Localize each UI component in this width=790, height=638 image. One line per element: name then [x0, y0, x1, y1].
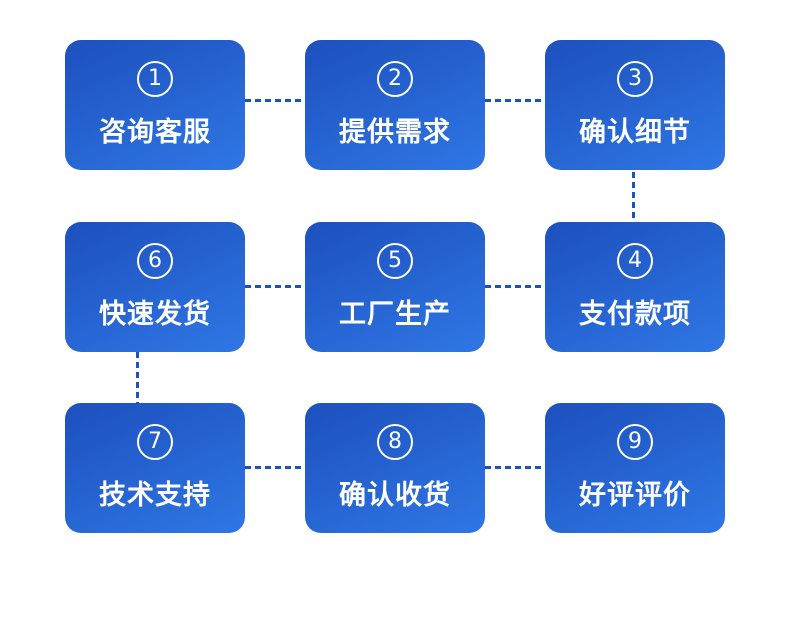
step-box-7: 7 技术支持 [65, 403, 245, 533]
step-number-badge-3: 3 [617, 61, 653, 97]
step-label-2: 提供需求 [339, 117, 451, 148]
step-box-5: 5 工厂生产 [305, 222, 485, 352]
step-label-8: 确认收货 [339, 480, 451, 511]
step-number-badge-1: 1 [137, 61, 173, 97]
step-number-badge-5: 5 [377, 243, 413, 279]
step-box-6: 6 快速发货 [65, 222, 245, 352]
step-label-4: 支付款项 [579, 299, 691, 330]
connector-4-5 [485, 285, 545, 288]
step-number-badge-8: 8 [377, 424, 413, 460]
step-number-badge-9: 9 [617, 424, 653, 460]
connector-1-2 [245, 99, 305, 102]
step-label-9: 好评评价 [579, 480, 691, 511]
step-label-6: 快速发货 [99, 299, 211, 330]
connector-7-8 [245, 466, 305, 469]
step-box-3: 3 确认细节 [545, 40, 725, 170]
step-label-3: 确认细节 [579, 117, 691, 148]
step-label-1: 咨询客服 [99, 117, 211, 148]
step-label-5: 工厂生产 [339, 299, 451, 330]
connector-6-7 [136, 352, 139, 403]
step-box-4: 4 支付款项 [545, 222, 725, 352]
step-box-9: 9 好评评价 [545, 403, 725, 533]
step-number-badge-6: 6 [137, 243, 173, 279]
step-number-badge-7: 7 [137, 424, 173, 460]
step-box-2: 2 提供需求 [305, 40, 485, 170]
connector-8-9 [485, 466, 545, 469]
step-number-badge-2: 2 [377, 61, 413, 97]
step-number-badge-4: 4 [617, 243, 653, 279]
step-label-7: 技术支持 [99, 480, 211, 511]
connector-5-6 [245, 285, 305, 288]
connector-2-3 [485, 99, 545, 102]
connector-3-4 [632, 172, 635, 222]
step-box-8: 8 确认收货 [305, 403, 485, 533]
step-box-1: 1 咨询客服 [65, 40, 245, 170]
